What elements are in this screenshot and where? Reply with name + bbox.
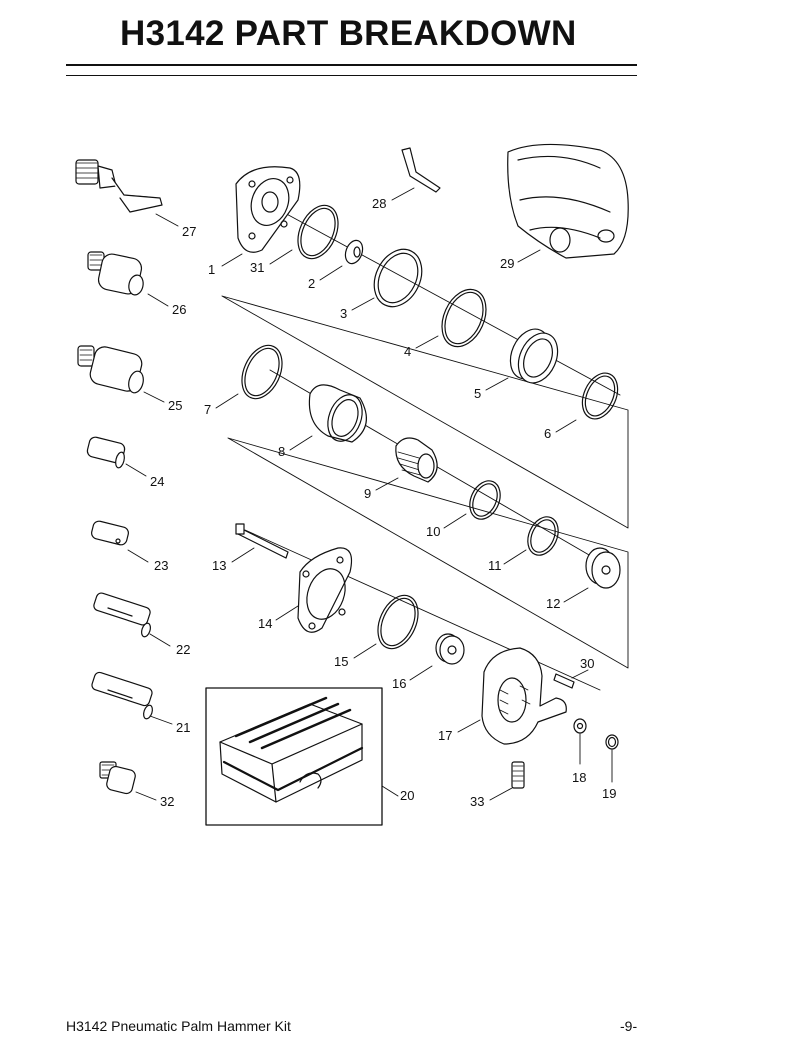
callout-24: 24 bbox=[150, 474, 164, 489]
footer-title: H3142 Pneumatic Palm Hammer Kit bbox=[66, 1018, 291, 1034]
part-9-valve-body bbox=[395, 437, 438, 483]
page-number: -9- bbox=[620, 1018, 638, 1034]
part-26-retainer bbox=[87, 251, 144, 296]
callout-labels: 1 2 3 4 5 6 7 8 9 10 11 12 13 14 15 16 1… bbox=[150, 196, 616, 809]
title-rule-thick bbox=[66, 64, 637, 66]
part-21-piston bbox=[91, 671, 153, 720]
part-20-carry-case-panel bbox=[205, 687, 383, 826]
callout-26: 26 bbox=[172, 302, 186, 317]
callout-30: 30 bbox=[580, 656, 594, 671]
part-7-o-ring bbox=[241, 344, 283, 400]
callout-3: 3 bbox=[340, 306, 347, 321]
part-30-screw bbox=[553, 673, 575, 689]
callout-12: 12 bbox=[546, 596, 560, 611]
part-13-trigger-pin bbox=[235, 523, 289, 559]
callout-1: 1 bbox=[208, 262, 215, 277]
part-11-o-ring bbox=[527, 516, 559, 556]
callout-4: 4 bbox=[404, 344, 411, 359]
title-rule-thin bbox=[66, 75, 637, 76]
callout-28: 28 bbox=[372, 196, 386, 211]
callout-27: 27 bbox=[182, 224, 196, 239]
part-33-air-inlet bbox=[511, 761, 525, 789]
part-4-o-ring bbox=[441, 288, 487, 348]
callout-5: 5 bbox=[474, 386, 481, 401]
part-27-flat-chisel bbox=[75, 159, 163, 213]
part-19-ring bbox=[605, 734, 619, 750]
callout-16: 16 bbox=[392, 676, 406, 691]
callout-25: 25 bbox=[168, 398, 182, 413]
callout-23: 23 bbox=[154, 558, 168, 573]
callout-8: 8 bbox=[278, 444, 285, 459]
callout-32: 32 bbox=[160, 794, 174, 809]
callout-13: 13 bbox=[212, 558, 226, 573]
callout-11: 11 bbox=[488, 558, 502, 573]
part-28-hex-key bbox=[401, 147, 441, 193]
part-18-nut bbox=[573, 718, 587, 734]
callout-2: 2 bbox=[308, 276, 315, 291]
part-22-piston bbox=[93, 592, 151, 638]
part-14-gasket bbox=[297, 547, 353, 633]
part-31-o-ring bbox=[297, 204, 339, 260]
part-1-end-cap bbox=[235, 166, 301, 253]
callout-17: 17 bbox=[438, 728, 452, 743]
part-10-o-ring bbox=[469, 480, 501, 520]
callout-14: 14 bbox=[258, 616, 272, 631]
callout-22: 22 bbox=[176, 642, 190, 657]
callout-10: 10 bbox=[426, 524, 440, 539]
part-3-seal-ring bbox=[373, 248, 423, 308]
callout-31: 31 bbox=[250, 260, 264, 275]
part-5-bushing bbox=[509, 328, 559, 384]
part-17-housing bbox=[481, 647, 567, 745]
part-23-sleeve bbox=[91, 520, 129, 546]
page-title: H3142 PART BREAKDOWN bbox=[120, 14, 577, 53]
part-8-cylinder bbox=[308, 384, 367, 443]
part-25-retainer bbox=[77, 345, 144, 394]
part-6-o-ring bbox=[581, 372, 619, 420]
leader-lines bbox=[125, 187, 613, 801]
callout-9: 9 bbox=[364, 486, 371, 501]
part-15-o-ring bbox=[377, 594, 419, 650]
part-16-washer bbox=[435, 633, 465, 665]
callout-19: 19 bbox=[602, 786, 616, 801]
callout-29: 29 bbox=[500, 256, 514, 271]
callout-20: 20 bbox=[400, 788, 414, 803]
callout-33: 33 bbox=[470, 794, 484, 809]
callout-6: 6 bbox=[544, 426, 551, 441]
callout-21: 21 bbox=[176, 720, 190, 735]
part-29-tool-holder-boot bbox=[507, 143, 629, 259]
part-32-fitting bbox=[99, 761, 136, 795]
part-24-sleeve bbox=[86, 436, 126, 469]
callout-18: 18 bbox=[572, 770, 586, 785]
callout-7: 7 bbox=[204, 402, 211, 417]
callout-15: 15 bbox=[334, 654, 348, 669]
assembly-guide-lines bbox=[221, 204, 629, 691]
part-12-cap bbox=[585, 547, 621, 589]
part-2-valve bbox=[344, 239, 364, 265]
